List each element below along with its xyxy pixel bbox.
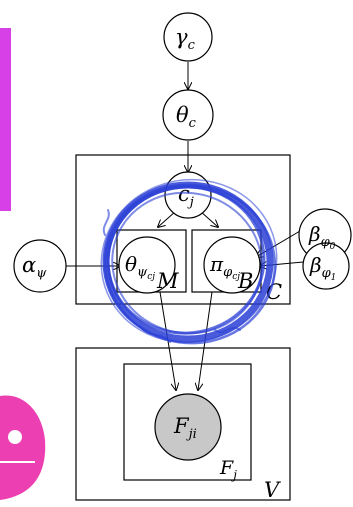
label-F-ji: Fji xyxy=(173,414,197,442)
plate-label-C: C xyxy=(266,280,282,304)
node-pi-phi-cj xyxy=(203,236,261,294)
edge-cj-piphi xyxy=(199,210,218,227)
label-theta-c: θc xyxy=(176,103,197,131)
node-beta-phi1 xyxy=(302,242,350,290)
node-theta-c xyxy=(162,89,214,141)
plate-label-V: V xyxy=(264,478,281,502)
node-F-ji xyxy=(154,393,222,461)
label-pi-phi-cj: πφcj xyxy=(209,252,240,282)
plate-label-M: M xyxy=(156,269,179,293)
node-theta-psi-cj xyxy=(118,236,176,294)
plate-C xyxy=(75,154,291,305)
label-beta-phi1: βφ1 xyxy=(309,253,336,283)
label-gamma-c: γc xyxy=(175,25,196,53)
plate-Fj xyxy=(123,363,252,481)
label-beta-phi0: βφ0 xyxy=(308,222,336,252)
label-theta-psi-cj: θψcj xyxy=(125,252,155,282)
node-gamma-c xyxy=(163,12,213,62)
blue-scribble-circle xyxy=(100,178,278,345)
magenta-panel xyxy=(0,28,11,211)
plate-label-B: B xyxy=(237,269,253,293)
plate-V xyxy=(75,347,291,501)
edge-cj-thetapsi xyxy=(158,210,177,227)
plate-label-Fj: Fj xyxy=(219,457,237,482)
label-alpha-psi: αψ xyxy=(22,253,47,281)
pink-emoji-blob xyxy=(0,395,46,500)
node-alpha-psi xyxy=(13,239,67,293)
